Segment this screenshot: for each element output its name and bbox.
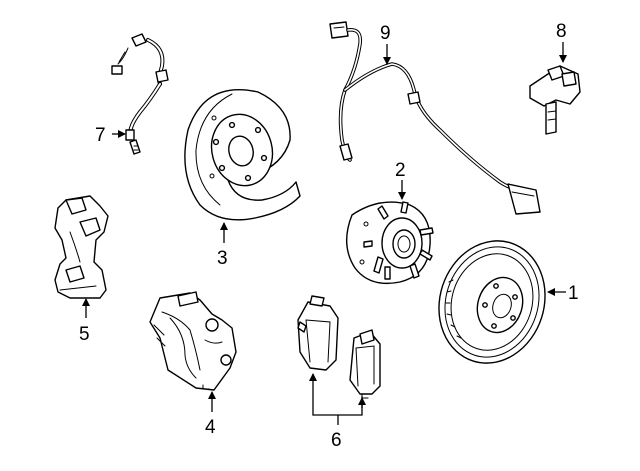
caliper-bracket bbox=[54, 195, 109, 299]
callout-9: 9 bbox=[380, 23, 391, 44]
callout-7: 7 bbox=[95, 125, 106, 146]
wheel-speed-sensor bbox=[529, 65, 581, 135]
callout-4: 4 bbox=[205, 417, 216, 438]
wheel-hub bbox=[346, 201, 434, 285]
brake-pads bbox=[297, 295, 381, 399]
callout-6-bracket bbox=[312, 392, 363, 416]
callout-1: 1 bbox=[568, 283, 579, 304]
brake-rotor bbox=[438, 240, 546, 364]
abs-sensor-harness bbox=[329, 21, 541, 215]
brake-caliper bbox=[149, 291, 237, 391]
splash-shield bbox=[184, 88, 301, 221]
callout-3: 3 bbox=[217, 248, 228, 269]
callout-5: 5 bbox=[79, 324, 90, 345]
callout-8: 8 bbox=[556, 21, 567, 42]
brake-hose bbox=[111, 33, 169, 155]
callout-6: 6 bbox=[331, 430, 342, 451]
callout-2: 2 bbox=[395, 160, 406, 181]
